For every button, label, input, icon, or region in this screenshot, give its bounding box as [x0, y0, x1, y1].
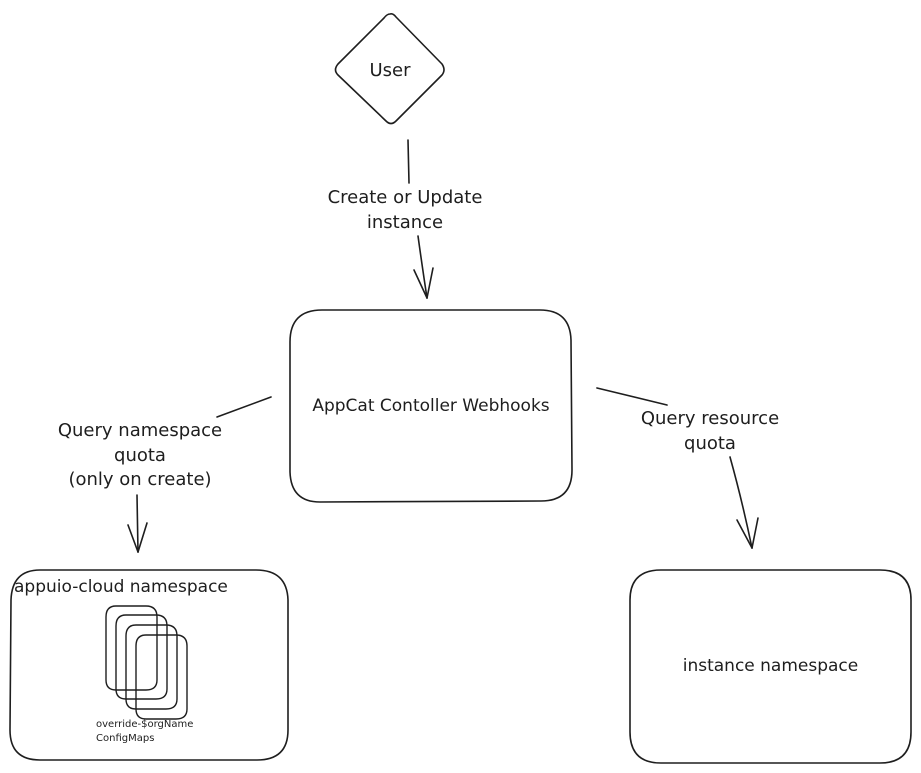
arrow-webhooks-to-appuio	[127, 396, 272, 553]
configmap-card-3	[125, 624, 178, 710]
edge-label-create-update-line1: Create or Update	[327, 187, 483, 208]
arrow-webhooks-to-instance	[596, 387, 759, 549]
edge-label-namespace-quota-line2: quota	[114, 445, 166, 466]
configmap-card-2	[115, 614, 168, 700]
configmap-stack	[105, 605, 188, 720]
configmap-card-1	[105, 605, 158, 691]
edge-label-resource-quota-line1: Query resource	[640, 408, 780, 429]
configmap-caption-line2: ConfigMaps	[96, 733, 155, 744]
instance-namespace-box-shape[interactable]	[629, 569, 912, 764]
instance-namespace-label: instance namespace	[682, 656, 859, 676]
edge-label-namespace-quota-line1: Query namespace	[57, 420, 223, 441]
user-diamond-shape[interactable]	[334, 13, 445, 125]
edge-label-resource-quota-line2: quota	[684, 433, 736, 454]
webhooks-node-label: AppCat Contoller Webhooks	[312, 396, 550, 416]
arrow-user-to-webhooks	[407, 139, 434, 299]
edge-label-create-update-line2: instance	[366, 212, 444, 233]
webhooks-box-shape[interactable]	[289, 309, 573, 503]
appuio-namespace-box-shape[interactable]	[9, 569, 289, 761]
user-node-label: User	[369, 60, 411, 81]
configmap-card-4	[135, 634, 188, 720]
configmap-caption-line1: override-$orgName	[96, 719, 194, 730]
edge-label-namespace-quota-line3: (only on create)	[68, 469, 212, 490]
appuio-namespace-label: appuio-cloud namespace	[14, 577, 228, 597]
